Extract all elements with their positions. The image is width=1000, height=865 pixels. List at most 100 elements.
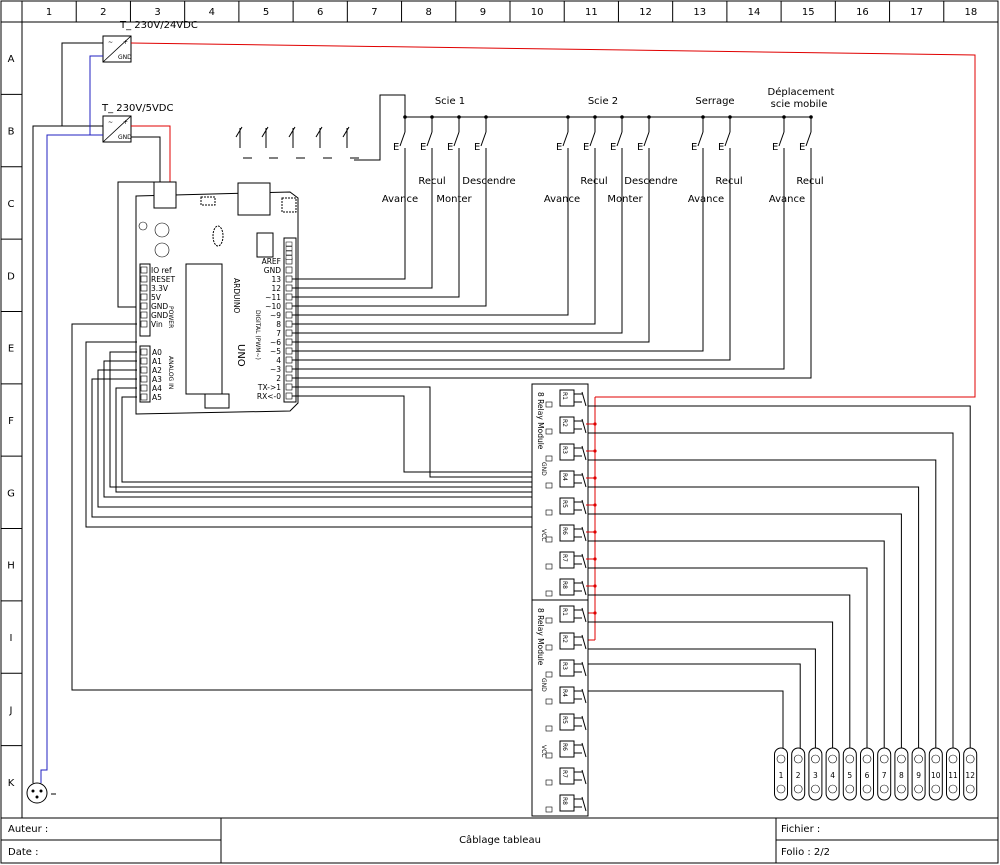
arduino-uno-board: POWER ANALOG IN DIGITAL (PWM~) ARDUINO U… (135, 181, 299, 415)
pin-socket (285, 302, 293, 310)
terminal-screw (931, 754, 941, 764)
terminal-screw (793, 754, 803, 764)
label-avance-serrage: Avance (688, 194, 724, 205)
terminal-screw (948, 754, 958, 764)
row-label: J (9, 705, 13, 716)
column-label: 8 (425, 7, 431, 18)
relay-led (545, 401, 553, 408)
relay-contact (581, 715, 587, 731)
terminal-number: 1 (779, 771, 784, 780)
terminal-screw (828, 784, 837, 794)
analog-pin-label: A4 (152, 384, 162, 393)
switch-bus (354, 94, 812, 161)
relay-led (545, 563, 553, 570)
label-recul-deplacement: Recul (796, 176, 823, 187)
switch-contact (480, 131, 487, 147)
relay-led (545, 455, 553, 462)
relay-led (545, 725, 553, 732)
relay-input-wire (91, 378, 532, 518)
row-label: G (7, 488, 15, 499)
row-label: C (8, 199, 15, 210)
relay-led (545, 617, 553, 624)
column-label: 14 (748, 7, 761, 18)
switch-wire (292, 160, 785, 370)
pin-socket (140, 384, 148, 392)
pin-socket (140, 311, 148, 319)
power-header-label: POWER (167, 306, 174, 328)
mains-plug-icon (26, 782, 56, 804)
digital-pin-label: TX->1 (257, 383, 281, 392)
folio-label: Folio : 2/2 (781, 847, 830, 858)
pin-socket (285, 266, 293, 274)
psu-5v: ~ + GND T_ 230V/5VDC (101, 103, 173, 143)
terminal-screw (828, 754, 837, 764)
digital-header-label: DIGITAL (PWM~) (254, 310, 261, 360)
terminal-screw (793, 784, 803, 794)
digital-pin-label: ~5 (270, 347, 281, 356)
switch-wire (292, 160, 650, 343)
digital-pin-label: 2 (276, 374, 281, 383)
terminal-screw (965, 784, 975, 794)
terminal-number: 8 (899, 771, 904, 780)
terminal-number: 5 (847, 771, 852, 780)
digital-pin-label: GND (264, 266, 281, 275)
relay-contact (581, 418, 587, 434)
relay-output-wire (586, 540, 885, 748)
vcc-wire (85, 341, 532, 528)
terminal-screw (931, 784, 941, 794)
relay-input-wire (121, 396, 532, 483)
relay-coil (559, 740, 575, 758)
row-label: I (10, 633, 13, 644)
switch-contact (724, 131, 731, 147)
relay-label: R8 (561, 581, 568, 589)
analog-pin-label: A0 (152, 348, 162, 357)
terminal-screw (862, 754, 872, 764)
relay-led (545, 428, 553, 435)
terminal-screw (897, 784, 906, 794)
label-descendre-scie2: Descendre (624, 176, 677, 187)
switch-symbol: E (474, 142, 480, 153)
date-label: Date : (8, 847, 38, 858)
power-pin-label: 3.3V (151, 284, 169, 293)
analog-pin-label: A2 (152, 366, 162, 375)
column-label: 13 (693, 7, 706, 18)
terminal-screw (845, 784, 855, 794)
relay-coil (559, 524, 575, 542)
relay-output-wire (586, 690, 784, 748)
row-label: A (8, 54, 15, 65)
pin-socket (140, 266, 148, 274)
row-label: E (8, 344, 14, 355)
terminal-screw (776, 754, 786, 764)
terminal-number: 4 (830, 771, 835, 780)
relay-led (545, 536, 553, 543)
switch-symbol: E (637, 142, 643, 153)
terminal-screw (948, 784, 958, 794)
pin-socket (140, 302, 148, 310)
column-label: 2 (100, 7, 106, 18)
relay-led (545, 482, 553, 489)
pin-socket (285, 329, 293, 337)
button-contact (235, 126, 243, 138)
svg-text:+: + (123, 39, 128, 46)
relay-coil (559, 794, 575, 812)
switch-symbol: E (393, 142, 399, 153)
relay-contact (581, 553, 587, 569)
digital-pin-label: 7 (276, 329, 281, 338)
terminal-screw (879, 754, 889, 764)
analog-pin-label: A3 (152, 375, 162, 384)
column-label: 18 (965, 7, 978, 18)
column-label: 4 (209, 7, 215, 18)
relay-contact (581, 499, 587, 515)
svg-text:~: ~ (108, 119, 113, 126)
button-contact (315, 126, 323, 138)
relay-coil (559, 632, 575, 650)
column-label: 16 (856, 7, 869, 18)
relay-label: R6 (561, 527, 568, 535)
button-contact (342, 126, 350, 138)
label-avance-scie1: Avance (382, 194, 418, 205)
relay-label: R8 (561, 797, 568, 805)
column-label: 11 (585, 7, 598, 18)
analog-pin-label: A1 (152, 357, 162, 366)
